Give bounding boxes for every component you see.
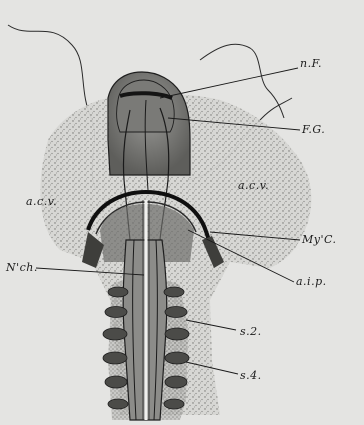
leader-nf: [160, 68, 298, 98]
label-s2: s.2.: [240, 326, 262, 337]
label-s4: s.4.: [240, 370, 262, 381]
label-neural-fold: n.F.: [300, 58, 322, 69]
label-myocardium: My'C.: [302, 234, 337, 245]
label-acv-right: a.c.v.: [238, 180, 269, 191]
label-acv-left: a.c.v.: [26, 196, 57, 207]
label-notochord: N'ch.: [6, 262, 38, 273]
label-aip: a.i.p.: [296, 276, 327, 287]
label-foregut: F.G.: [302, 124, 325, 135]
